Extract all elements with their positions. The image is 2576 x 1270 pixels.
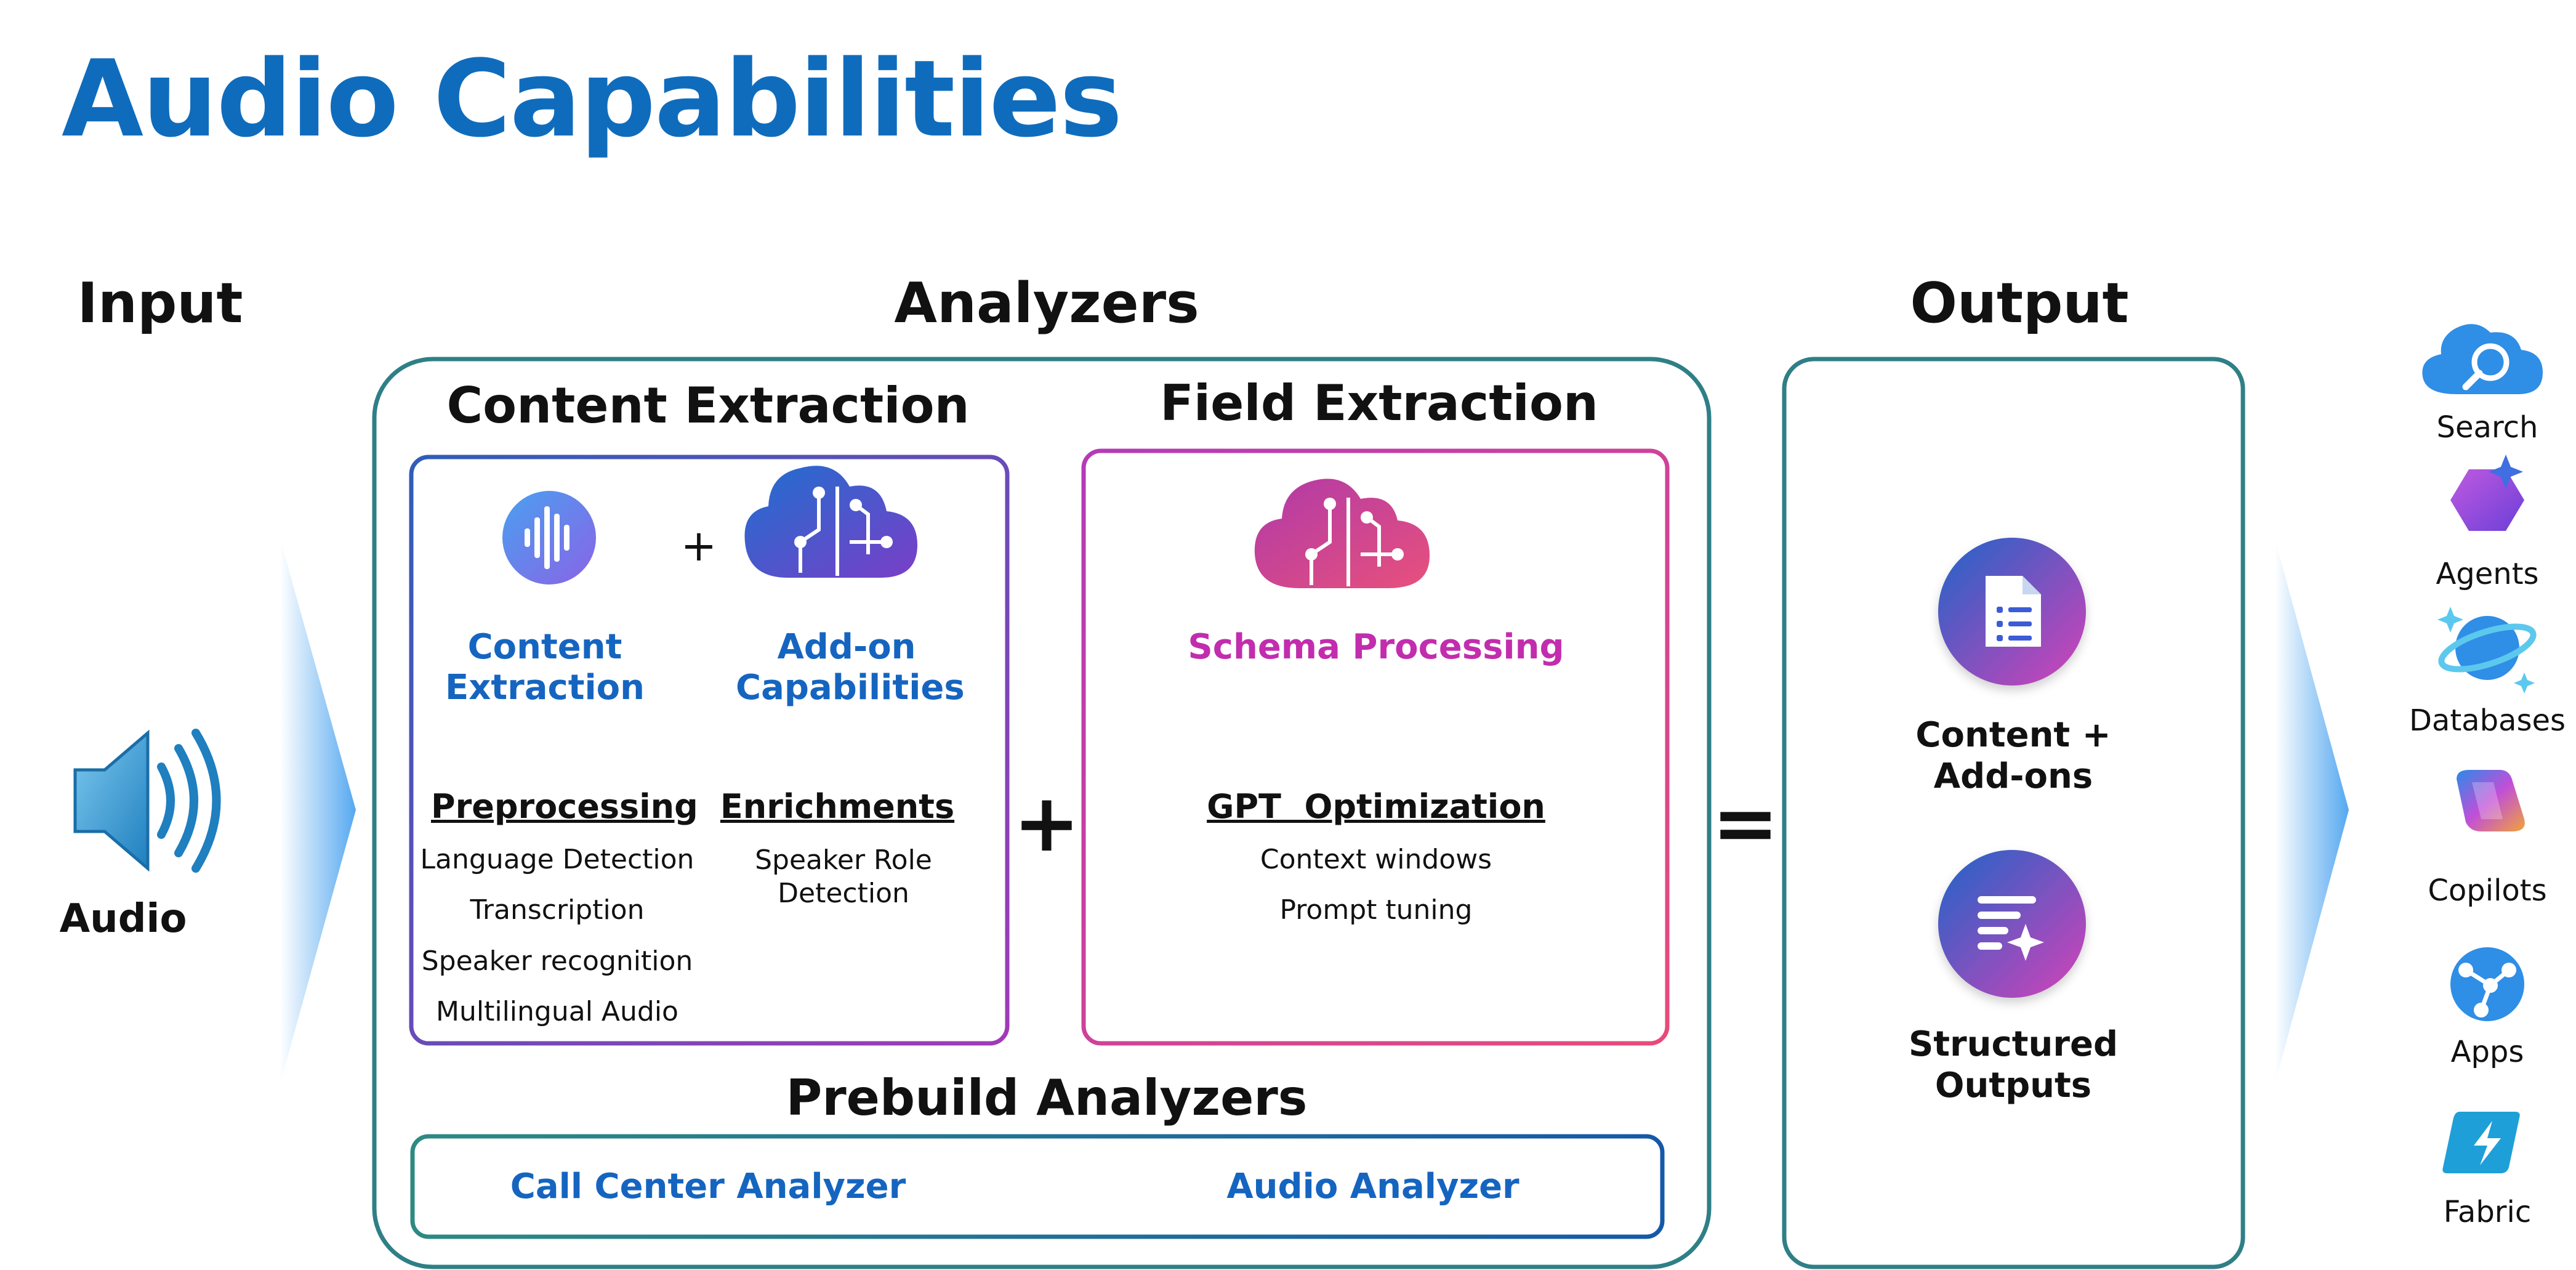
page-title: Audio Capabilities (62, 37, 1122, 161)
audio-analyzer[interactable]: Audio Analyzer (1226, 1167, 1519, 1207)
databases-icon (2437, 607, 2537, 694)
prebuild-heading: Prebuild Analyzers (786, 1069, 1308, 1126)
destination-copilots: Copilots (2428, 873, 2547, 908)
field-extraction-box (1081, 448, 1670, 1046)
content-extraction-heading: Content Extraction (446, 377, 970, 434)
speaker-icon (73, 729, 221, 873)
schema-cloud-icon (1254, 479, 1430, 588)
equals-operator: = (1712, 776, 1779, 870)
agents-icon (2450, 455, 2524, 531)
copilot-icon (2457, 770, 2525, 831)
addon-plus-sign: + (680, 520, 717, 571)
document-list-icon (1938, 538, 2086, 686)
output-frame (1782, 357, 2245, 1269)
apps-icon (2450, 947, 2524, 1021)
addon-cloud-icon (744, 466, 917, 578)
addon-capabilities-label: Add-on Capabilities (736, 627, 965, 708)
plus-operator: + (1013, 776, 1081, 870)
gpt-optimization-title: GPT Optimization (1207, 787, 1545, 826)
structured-outputs-label: Structured Outputs (1908, 1024, 2119, 1106)
schema-processing-label: Schema Processing (1188, 627, 1564, 667)
content-addons-label: Content + Add-ons (1915, 715, 2111, 797)
preprocessing-item: Speaker recognition (421, 945, 693, 977)
gpt-item: Prompt tuning (1279, 894, 1473, 926)
preprocessing-item: Transcription (470, 894, 645, 926)
preprocessing-item: Language Detection (420, 844, 694, 875)
analyzers-heading: Analyzers (894, 271, 1199, 336)
destination-agents: Agents (2436, 557, 2539, 591)
fabric-icon (2442, 1112, 2520, 1173)
structured-output-icon (1938, 850, 2086, 998)
output-heading: Output (1910, 271, 2129, 336)
preprocessing-item: Multilingual Audio (436, 996, 678, 1027)
destination-fabric: Fabric (2443, 1195, 2532, 1229)
content-extraction-box (409, 455, 1010, 1046)
field-extraction-heading: Field Extraction (1160, 374, 1598, 432)
audio-wave-icon (502, 491, 596, 584)
prebuild-box (410, 1134, 1665, 1239)
preprocessing-title: Preprocessing (431, 787, 698, 826)
content-extraction-label: Content Extraction (445, 627, 645, 708)
destination-search: Search (2436, 410, 2538, 445)
call-center-analyzer[interactable]: Call Center Analyzer (510, 1167, 906, 1207)
gpt-item: Context windows (1260, 844, 1492, 875)
input-heading: Input (77, 271, 243, 336)
analyzers-frame (372, 357, 1712, 1269)
search-icon (2422, 324, 2543, 394)
enrichments-item: Speaker Role Detection (755, 844, 932, 910)
enrichments-title: Enrichments (720, 787, 955, 826)
destination-databases: Databases (2409, 703, 2566, 738)
input-arrow (280, 539, 356, 1084)
audio-label: Audio (59, 896, 187, 942)
destination-apps: Apps (2450, 1035, 2524, 1069)
output-arrow (2275, 539, 2349, 1084)
